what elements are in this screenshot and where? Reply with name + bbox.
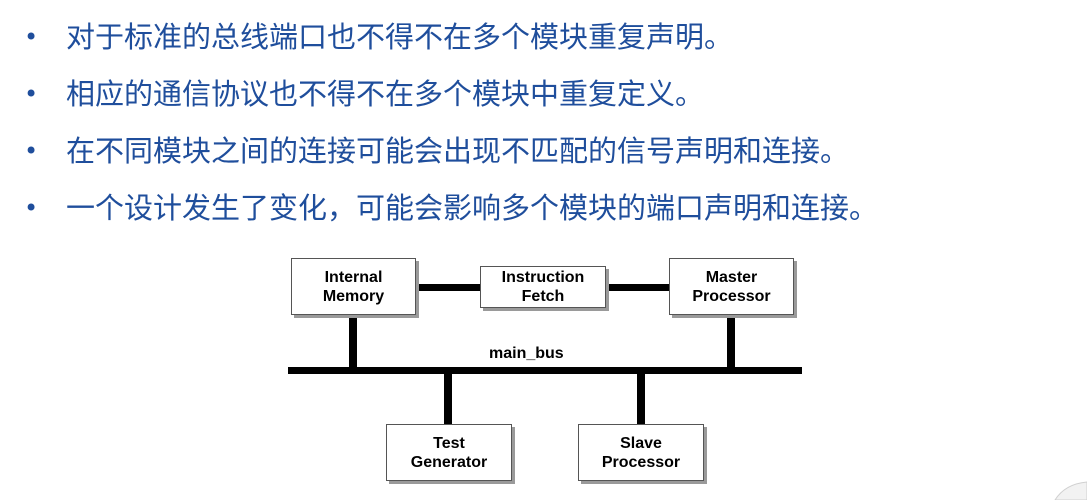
master-bus-link bbox=[727, 314, 735, 370]
internal-memory-box: Internal Memory bbox=[291, 258, 416, 315]
memory-fetch-link bbox=[415, 284, 482, 291]
bullet-text: 相应的通信协议也不得不在多个模块中重复定义。 bbox=[66, 77, 705, 111]
bullet-marker: • bbox=[24, 23, 39, 51]
testgen-bus-link bbox=[444, 371, 452, 426]
bullet-text: 对于标准的总线端口也不得不在多个模块重复声明。 bbox=[66, 20, 734, 54]
instruction-fetch-box: Instruction Fetch bbox=[480, 266, 606, 308]
bullet-marker: • bbox=[24, 137, 39, 165]
box-label-line: Master bbox=[705, 268, 758, 286]
box-label-line: Test bbox=[433, 434, 465, 452]
test-generator-box: Test Generator bbox=[386, 424, 512, 481]
bullet-marker: • bbox=[24, 80, 39, 108]
box-label-line: Generator bbox=[410, 453, 488, 471]
box-label-line: Instruction bbox=[501, 269, 585, 286]
main-bus-label: main_bus bbox=[489, 345, 564, 362]
box-label-line: Fetch bbox=[521, 288, 565, 305]
bullet-text: 一个设计发生了变化，可能会影响多个模块的端口声明和连接。 bbox=[66, 191, 879, 225]
memory-bus-link bbox=[349, 314, 357, 370]
slave-processor-box: Slave Processor bbox=[578, 424, 704, 481]
bullet-marker: • bbox=[24, 194, 39, 222]
page-curl-icon bbox=[1054, 481, 1087, 500]
box-label-line: Internal bbox=[324, 268, 383, 286]
box-label-line: Memory bbox=[322, 287, 385, 305]
bullet-text: 在不同模块之间的连接可能会出现不匹配的信号声明和连接。 bbox=[66, 134, 850, 168]
fetch-master-link bbox=[605, 284, 670, 291]
slave-bus-link bbox=[637, 371, 645, 426]
master-processor-box: Master Processor bbox=[669, 258, 794, 315]
box-label-line: Processor bbox=[601, 453, 681, 471]
main-bus-line bbox=[288, 367, 802, 374]
box-label-line: Processor bbox=[692, 287, 771, 305]
box-label-line: Slave bbox=[620, 434, 662, 452]
